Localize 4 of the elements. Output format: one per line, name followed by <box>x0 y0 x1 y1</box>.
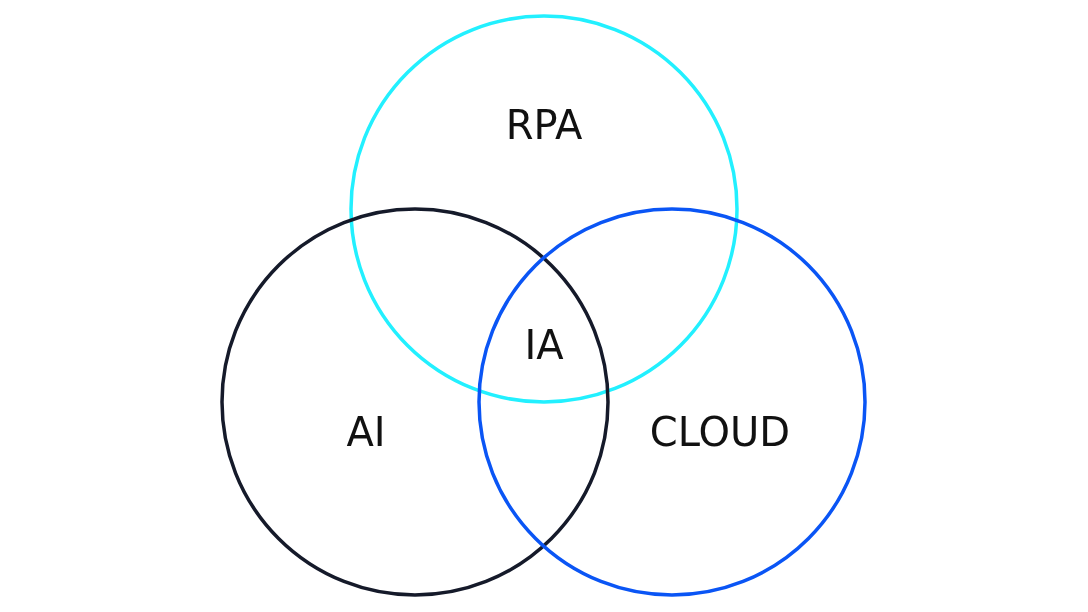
intersection-label: IA <box>524 325 564 365</box>
set-label: RPA <box>505 105 583 145</box>
set-label: CLOUD <box>649 412 791 452</box>
set-label: AI <box>346 412 386 452</box>
